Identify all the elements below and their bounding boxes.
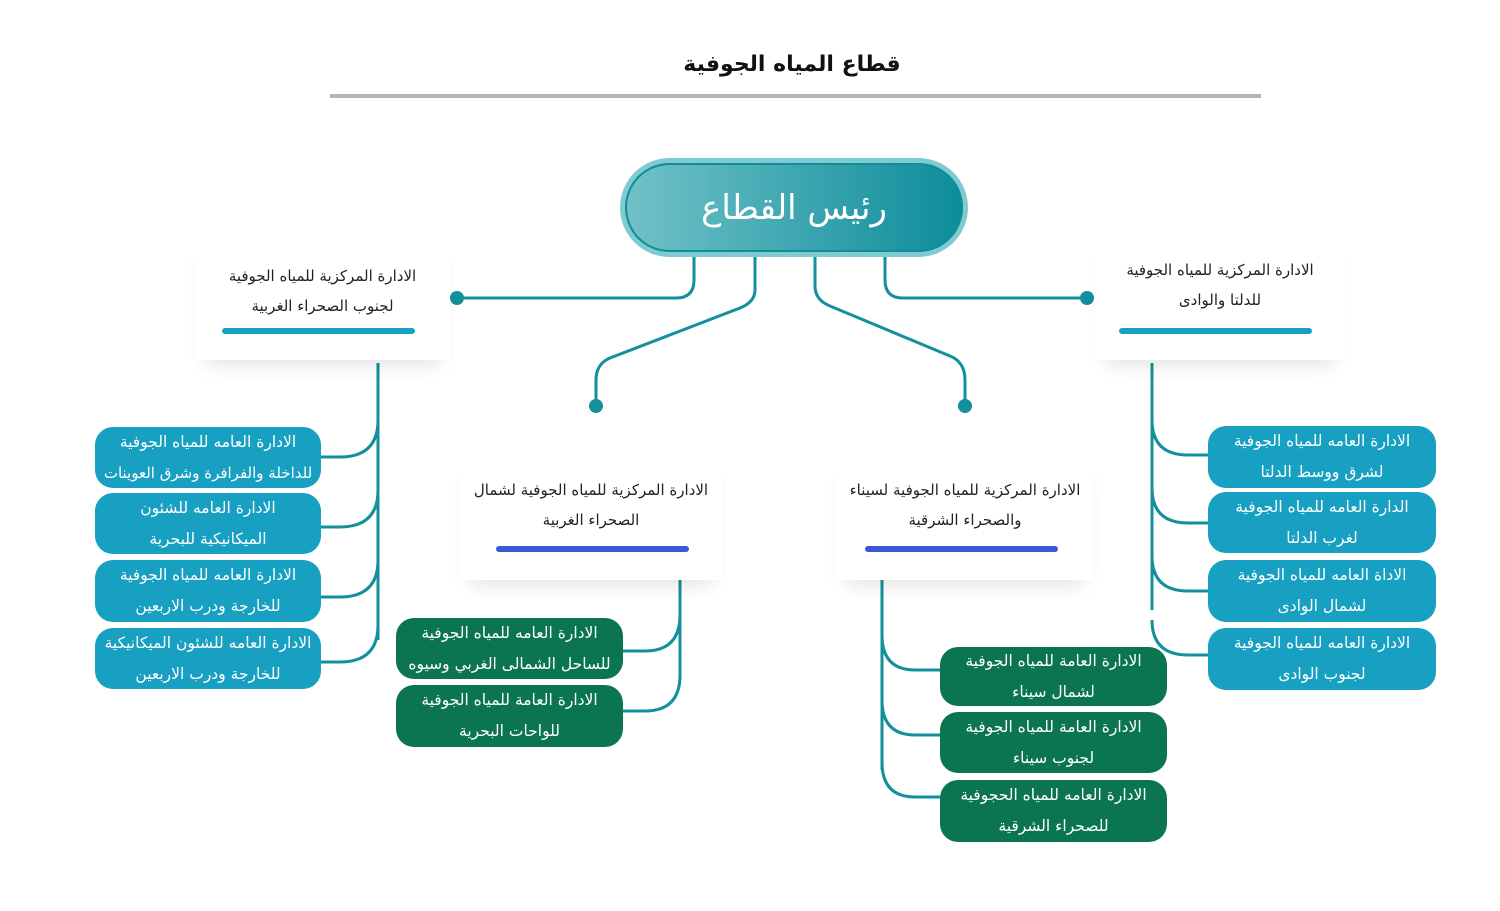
node-line2: للواحات البحرية <box>459 722 560 740</box>
node-line1: الادارة العامة للمياه الجوفية <box>965 651 1142 670</box>
node-line1: الادارة العامه للمياه الجوفية <box>421 623 598 642</box>
node-line1: الادارة العامه للشئون <box>140 498 276 517</box>
general-dept-node[interactable]: الادارة العامه للمياه الجوفية لشرق ووسط … <box>1208 426 1436 488</box>
node-line1: الادارة العامه للمياه الجوفية <box>1233 432 1411 450</box>
card-line2: لجنوب الصحراء الغربية <box>251 297 394 315</box>
node-line1: الدارة العامه للمياه الجوفية <box>1235 497 1409 516</box>
card-accent-bar <box>222 328 415 334</box>
connector-root-to-north-west <box>594 257 757 406</box>
node-line2: لغرب الدلتا <box>1286 528 1358 547</box>
general-dept-node[interactable]: الدارة العامه للمياه الجوفية لغرب الدلتا <box>1208 492 1436 553</box>
general-dept-node[interactable]: الادارة العامه للمياه الجوفية للساحل الش… <box>396 618 623 679</box>
card-line2: للدلتا والوادى <box>1178 291 1262 309</box>
node-line2: الميكانيكية للبحرية <box>149 529 267 548</box>
node-line1: الادارة العامه للمياه الحجوفية <box>960 786 1147 804</box>
connector-delta-children <box>1150 363 1208 657</box>
card-accent-bar <box>1119 328 1312 334</box>
node-line1: الادارة العامه للمياه الجوفية <box>119 432 297 451</box>
central-dept-south-western-desert[interactable]: الادارة المركزية للمياه الجوفية لجنوب ال… <box>195 235 450 360</box>
node-line2: للداخلة والفرافرة وشرق العوينات <box>103 463 313 482</box>
card-accent-bar <box>496 546 689 552</box>
card-accent-bar <box>865 546 1058 552</box>
general-dept-node[interactable]: الادارة العامه للمياه الجوفية للداخلة وا… <box>95 427 321 488</box>
general-dept-node[interactable]: الادارة العامة للمياه الجوفية لشمال سينا… <box>940 647 1167 706</box>
connector-dot <box>1080 291 1094 305</box>
node-line2: لجنوب الوادى <box>1278 665 1366 683</box>
central-dept-delta-valley[interactable]: الادارة المركزية للمياه الجوفية للدلتا و… <box>1095 235 1345 360</box>
general-dept-node[interactable]: الادارة العامه للمياه الحجوفية للصحراء ا… <box>940 780 1167 842</box>
node-line2: للخارجة ودرب الاربعين <box>135 597 281 615</box>
connector-dot <box>589 399 603 413</box>
general-dept-node[interactable]: الادارة العامة للمياه الجوفية لجنوب سينا… <box>940 712 1167 773</box>
card-line2: الصحراء الغربية <box>542 511 640 529</box>
connector-dot <box>450 291 464 305</box>
node-line1: الادارة العامة للمياه الجوفية <box>421 691 598 709</box>
page-title: قطاع المياه الجوفية <box>683 52 901 77</box>
general-dept-node[interactable]: الادارة العامة للمياه الجوفية للواحات ال… <box>396 685 623 747</box>
connector-root-to-delta <box>883 257 1087 300</box>
sector-head-node[interactable]: رئيس القطاع <box>620 158 968 257</box>
node-line2: لشمال سيناء <box>1012 682 1095 701</box>
title-divider <box>330 94 1261 98</box>
card-line1: الادارة المركزية للمياه الجوفية لسيناء <box>849 481 1081 499</box>
node-line2: للصحراء الشرقية <box>998 817 1109 835</box>
sector-head-label: رئيس القطاع <box>625 163 963 252</box>
connector-root-to-sinai <box>813 257 967 406</box>
general-dept-node[interactable]: الادارة العامه للمياه الجوفية للخارجة ود… <box>95 560 321 622</box>
node-line2: للساحل الشمالى الغربي وسيوه <box>408 654 611 673</box>
node-line2: لشرق ووسط الدلتا <box>1260 463 1384 481</box>
general-dept-node[interactable]: الاداة العامه للمياه الجوفية لشمال الواد… <box>1208 560 1436 622</box>
general-dept-node[interactable]: الادارة العامه للمياه الجوفية لجنوب الوا… <box>1208 628 1436 690</box>
node-line1: الادارة العامه للشئون الميكانيكية <box>104 633 312 652</box>
connector-root-to-south-west <box>457 257 696 300</box>
card-line1: الادارة المركزية للمياه الجوفية <box>1126 261 1314 279</box>
node-line2: للخارجة ودرب الاربعين <box>135 664 281 683</box>
connector-north-west-children <box>623 580 682 713</box>
node-line2: لجنوب سيناء <box>1012 748 1095 767</box>
connector-sinai-children <box>880 580 940 799</box>
central-dept-sinai-eastern-desert[interactable]: الادارة المركزية للمياه الجوفية لسيناء و… <box>836 452 1094 580</box>
card-line2: والصحراء الشرقية <box>908 511 1022 529</box>
connector-dot <box>958 399 972 413</box>
card-line1: الادارة المركزية للمياه الجوفية <box>228 267 417 285</box>
node-line1: الادارة العامة للمياه الجوفية <box>965 717 1142 736</box>
node-line1: الاداة العامه للمياه الجوفية <box>1237 566 1407 584</box>
general-dept-node[interactable]: الادارة العامه للشئون الميكانيكية للبحري… <box>95 493 321 554</box>
central-dept-north-western-desert[interactable]: الادارة المركزية للمياه الجوفية لشمال ال… <box>460 452 722 580</box>
card-line1: الادارة المركزية للمياه الجوفية لشمال <box>473 481 709 499</box>
node-line1: الادارة العامه للمياه الجوفية <box>119 566 297 584</box>
connector-south-west-children <box>320 363 380 664</box>
node-line2: لشمال الوادى <box>1277 597 1367 615</box>
node-line1: الادارة العامه للمياه الجوفية <box>1233 634 1411 652</box>
general-dept-node[interactable]: الادارة العامه للشئون الميكانيكية للخارج… <box>95 628 321 689</box>
